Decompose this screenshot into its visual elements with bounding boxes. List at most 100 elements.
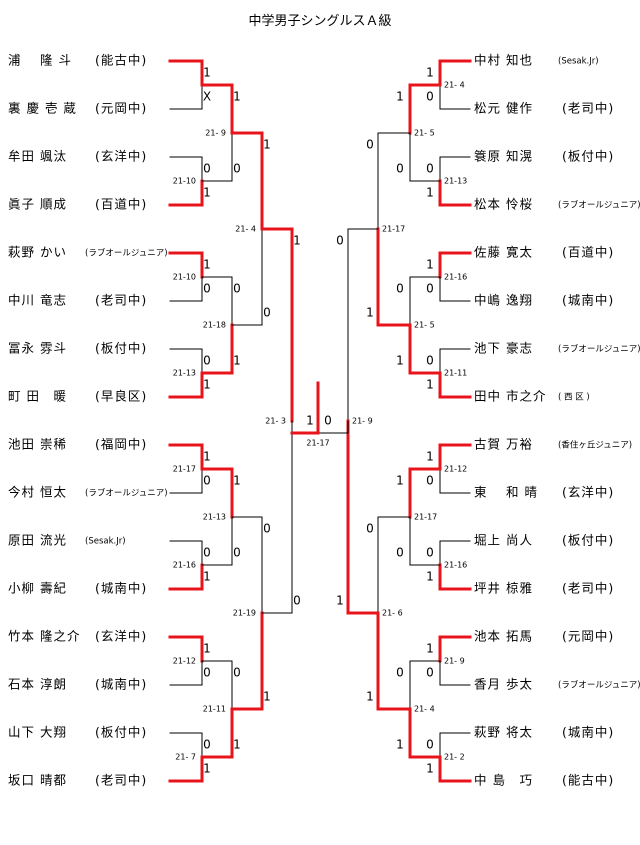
game-score: 21-16: [173, 561, 196, 570]
game-score: 21- 9: [205, 129, 226, 138]
game-score: 21-13: [173, 369, 196, 378]
match-score: 1: [426, 570, 434, 584]
player-name: 今村 恒太: [8, 485, 67, 500]
player-team: (能古中): [562, 773, 614, 788]
player-team: (ラブオールジュニア): [85, 488, 168, 499]
player-name: 浦 隆 斗: [8, 53, 72, 68]
player-team: (板付中): [562, 533, 614, 548]
match-score: 1: [396, 474, 404, 488]
game-score: 21-16: [444, 561, 467, 570]
game-score: 21-19: [233, 609, 256, 618]
match-score: 0: [426, 666, 434, 680]
match-score: 0: [324, 414, 332, 428]
player-team: (元岡中): [562, 629, 614, 644]
match-score: 0: [233, 162, 241, 176]
game-score: 21-17: [306, 439, 329, 448]
player-team: (早良区): [95, 389, 147, 404]
player-name: 佐藤 寛太: [474, 245, 533, 260]
match-score: 0: [233, 666, 241, 680]
match-score: 1: [426, 258, 434, 272]
player-name: 中村 知也: [474, 53, 533, 68]
game-score: 21-12: [173, 657, 196, 666]
match-score: 0: [426, 474, 434, 488]
player-name: 山下 大翔: [8, 725, 67, 740]
match-score: 1: [203, 642, 211, 656]
player-team: (百道中): [95, 197, 147, 212]
match-score: 1: [203, 186, 211, 200]
player-name: 田中 市之介: [474, 389, 546, 404]
match-score: 0: [396, 546, 404, 560]
player-name: 原田 流光: [8, 533, 67, 548]
player-name: 池下 豪志: [474, 341, 533, 356]
player-name: 裏 慶 壱 蔵: [8, 101, 77, 116]
player-team: (ラブオールジュニア): [85, 248, 168, 259]
player-team: (城南中): [562, 293, 614, 308]
player-name: 冨永 雰斗: [8, 341, 67, 356]
match-score: 1: [306, 414, 314, 428]
match-score: 1: [203, 762, 211, 776]
player-team: (福岡中): [95, 437, 147, 452]
match-score: 0: [203, 474, 211, 488]
player-team: (Sesak.Jr): [558, 57, 599, 67]
match-score: 1: [203, 66, 211, 80]
game-score: 21-10: [173, 273, 196, 282]
player-team: (玄洋中): [562, 485, 614, 500]
player-team: (玄洋中): [95, 629, 147, 644]
game-score: 21-17: [173, 465, 196, 474]
match-score: 0: [233, 282, 241, 296]
match-score: 1: [336, 594, 344, 608]
game-score: 21-17: [382, 225, 405, 234]
game-score: 21- 4: [235, 225, 256, 234]
player-name: 眞子 順成: [8, 197, 67, 212]
match-score: 0: [293, 594, 301, 608]
match-score: 1: [203, 450, 211, 464]
player-name: 小柳 壽紀: [8, 581, 67, 596]
match-score: 1: [233, 474, 241, 488]
match-score: 1: [366, 306, 374, 320]
player-name: 古賀 万裕: [474, 437, 533, 452]
player-name: 簑原 知滉: [474, 149, 533, 164]
match-score: 0: [426, 162, 434, 176]
match-score: 1: [263, 690, 271, 704]
player-team: (老司中): [562, 101, 614, 116]
match-score: 1: [203, 258, 211, 272]
game-score: 21-16: [444, 273, 467, 282]
player-team: (ラブオールジュニア): [558, 344, 640, 355]
match-score: 1: [366, 690, 374, 704]
match-score: 0: [426, 738, 434, 752]
match-score: 1: [396, 354, 404, 368]
match-score: 0: [336, 234, 344, 248]
match-score: 0: [263, 306, 271, 320]
game-score: 21-11: [444, 369, 467, 378]
game-score: 21- 9: [352, 417, 373, 426]
player-name: 牟田 颯汰: [8, 149, 67, 164]
match-score: 0: [203, 738, 211, 752]
match-score: 0: [233, 546, 241, 560]
player-team: (老司中): [95, 293, 147, 308]
match-score: 1: [426, 762, 434, 776]
match-score: 0: [203, 354, 211, 368]
match-score: 0: [366, 138, 374, 152]
player-team: (板付中): [95, 725, 147, 740]
match-score: 1: [263, 138, 271, 152]
player-name: 石本 淳朗: [8, 677, 67, 692]
player-team: (Sesak.Jr): [85, 537, 126, 547]
player-name: 中川 竜志: [8, 293, 67, 308]
match-score: 0: [426, 354, 434, 368]
game-score: 21-10: [173, 177, 196, 186]
player-name: 町 田 暖: [8, 389, 67, 404]
match-score: 1: [396, 90, 404, 104]
match-score: 1: [426, 186, 434, 200]
player-team: (城南中): [562, 725, 614, 740]
match-score: 0: [203, 546, 211, 560]
player-team: (老司中): [562, 581, 614, 596]
player-name: 松元 健作: [474, 101, 533, 116]
player-team: ( 西 区 ): [558, 393, 590, 403]
player-name: 堀上 尚人: [474, 533, 533, 548]
game-score: 21-13: [444, 177, 467, 186]
player-name: 坪井 椋雅: [474, 581, 533, 596]
player-team: (老司中): [95, 773, 147, 788]
game-score: 21- 7: [175, 753, 196, 762]
player-name: 中 島 巧: [474, 773, 533, 788]
